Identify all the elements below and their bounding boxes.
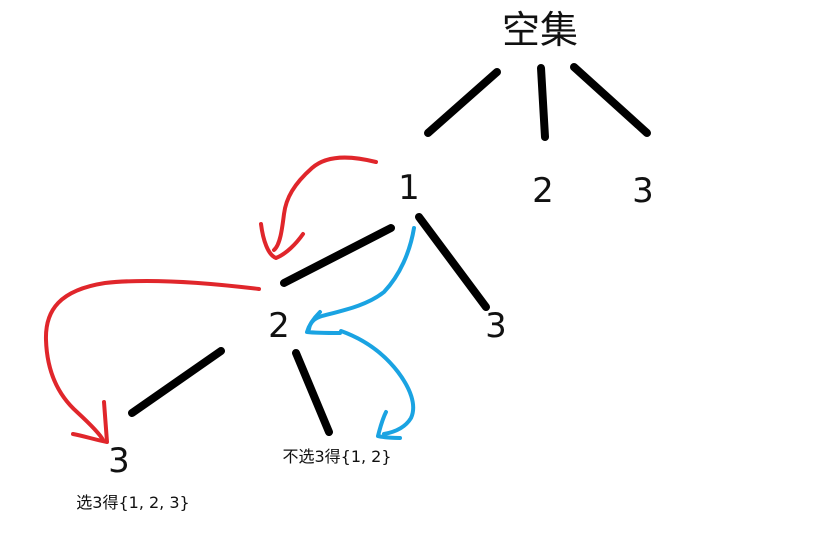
note-exclude-3: 不选3得{1, 2} xyxy=(282,447,391,466)
red-arrow-lower-head xyxy=(71,400,109,444)
edge-2-exclude-3 xyxy=(292,349,333,436)
blue-arrow-lower xyxy=(339,329,416,436)
edge-root-to-1 xyxy=(424,68,501,137)
red-arrow-upper-head xyxy=(259,222,305,260)
blue-arrow-lower-head xyxy=(376,410,402,440)
level2-node-2: 2 xyxy=(268,306,290,346)
level1-node-2: 2 xyxy=(532,171,554,211)
level1-node-1: 1 xyxy=(398,168,420,208)
blue-arrow-upper-head xyxy=(305,310,342,335)
note-include-3: 选3得{1, 2, 3} xyxy=(76,493,189,512)
red-arrow-upper xyxy=(272,155,378,252)
edge-root-to-2 xyxy=(537,64,549,141)
edge-1-to-2 xyxy=(280,224,395,287)
level2-node-3: 3 xyxy=(485,306,507,346)
edge-root-to-3 xyxy=(570,63,651,137)
level1-node-3: 3 xyxy=(632,171,654,211)
red-arrow-lower xyxy=(43,278,261,442)
root-node-empty-set: 空集 xyxy=(502,8,578,52)
level3-node-3: 3 xyxy=(108,441,130,481)
edge-1-to-3 xyxy=(415,213,490,311)
edge-2-to-3 xyxy=(128,347,225,417)
